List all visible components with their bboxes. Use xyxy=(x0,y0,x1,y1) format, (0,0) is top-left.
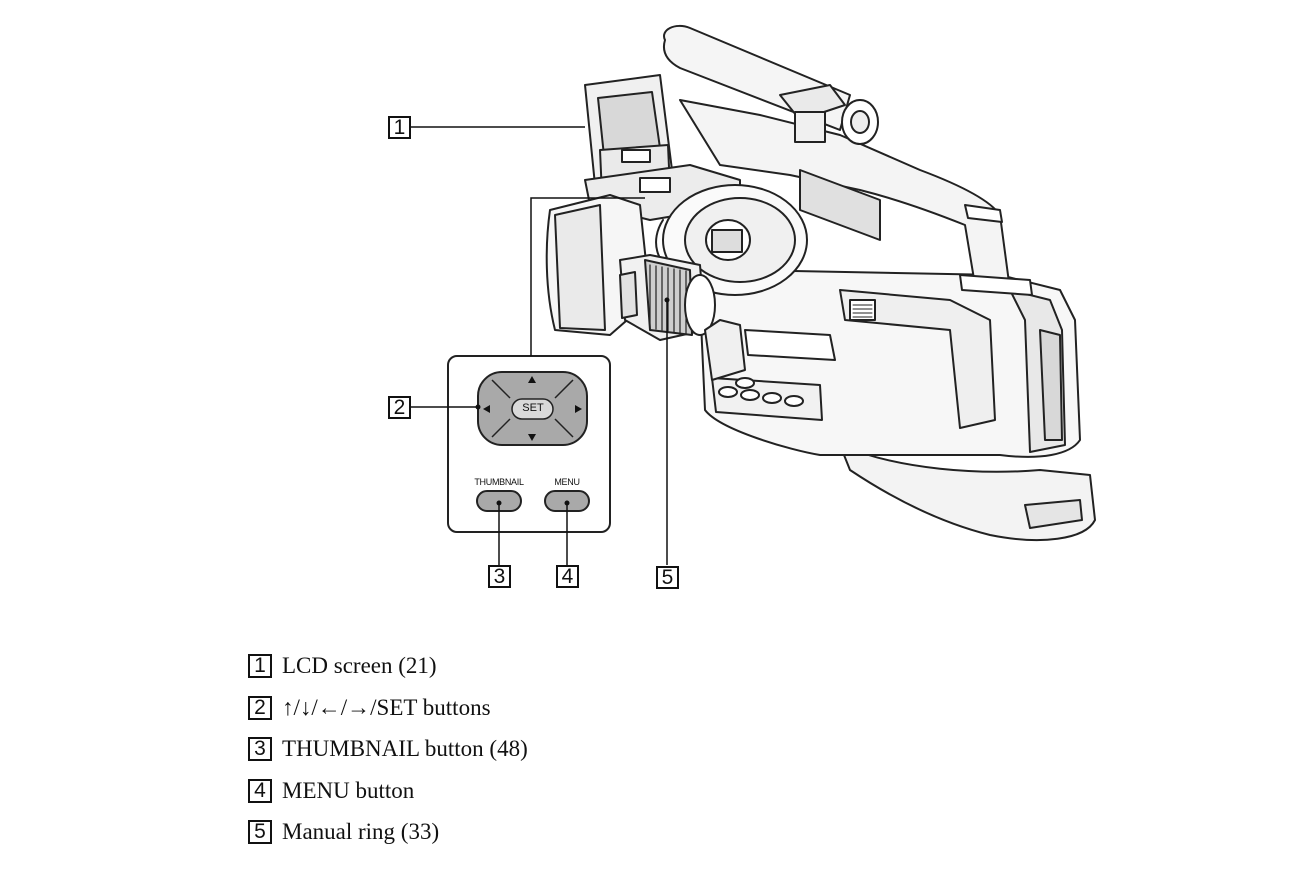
legend-item-direction-buttons: 2 ↑/↓/←/→/SET buttons xyxy=(248,693,528,723)
callout-1: 1 xyxy=(388,116,411,139)
legend-item-menu-button: 4 MENU button xyxy=(248,776,528,806)
parts-legend: 1 LCD screen (21) 2 ↑/↓/←/→/SET buttons … xyxy=(248,651,528,859)
legend-text: LCD screen (21) xyxy=(282,653,437,678)
legend-number: 4 xyxy=(248,778,272,803)
set-button-label: SET xyxy=(522,402,544,414)
callout-5: 5 xyxy=(656,566,679,589)
right-arrow-icon xyxy=(575,405,582,413)
callout-4: 4 xyxy=(556,565,579,588)
legend-text: Manual ring (33) xyxy=(282,819,440,844)
callout-2: 2 xyxy=(388,396,411,419)
callout-3: 3 xyxy=(488,565,511,588)
legend-text: MENU button xyxy=(282,777,415,803)
legend-number: 3 xyxy=(248,737,272,761)
legend-number: 5 xyxy=(248,820,272,844)
legend-text: ↑/↓/←/→/SET buttons xyxy=(282,694,491,720)
legend-text: THUMBNAIL button (48) xyxy=(282,736,528,761)
legend-number: 2 xyxy=(248,695,272,720)
legend-item-thumbnail-button: 3 THUMBNAIL button (48) xyxy=(248,734,528,764)
up-arrow-icon xyxy=(528,376,536,383)
down-arrow-icon xyxy=(528,434,536,441)
menu-button-label: MENU xyxy=(554,477,580,487)
set-button[interactable] xyxy=(511,398,554,420)
thumbnail-button-label: THUMBNAIL xyxy=(474,477,524,487)
legend-number: 1 xyxy=(248,654,272,678)
left-arrow-icon xyxy=(483,405,490,413)
legend-item-lcd-screen: 1 LCD screen (21) xyxy=(248,651,528,681)
legend-item-manual-ring: 5 Manual ring (33) xyxy=(248,817,528,847)
